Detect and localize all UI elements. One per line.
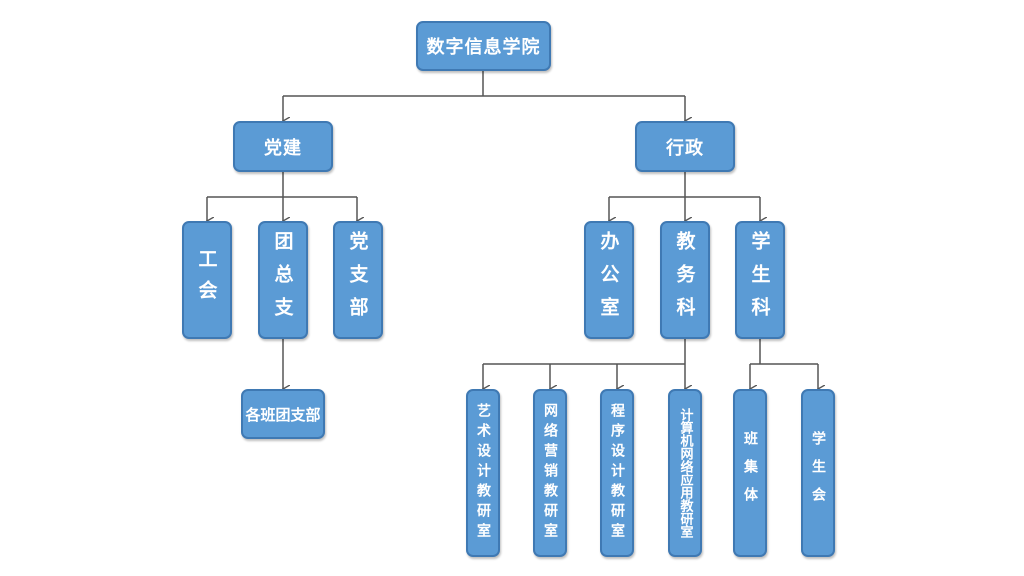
node-league: 团总支	[258, 221, 308, 339]
node-union: 工会	[182, 221, 232, 339]
connector-academic	[483, 339, 686, 365]
node-academic: 教务科	[660, 221, 710, 339]
node-student-union: 学生会	[801, 389, 835, 557]
connector-party	[207, 172, 357, 198]
node-programming: 程序设计教研室	[600, 389, 634, 557]
node-root: 数字信息学院	[416, 21, 551, 71]
node-party-branch: 党支部	[333, 221, 383, 339]
node-class-collective: 班集体	[733, 389, 767, 557]
node-admin: 行政	[635, 121, 735, 172]
node-party: 党建	[233, 121, 333, 172]
node-network-application: 计算机网络应用教研室	[668, 389, 702, 557]
node-network-marketing: 网络营销教研室	[533, 389, 567, 557]
node-class-league: 各班团支部	[241, 389, 325, 439]
node-office: 办公室	[584, 221, 634, 339]
connector-student	[750, 339, 818, 365]
node-student: 学生科	[735, 221, 785, 339]
connector-root	[283, 71, 685, 97]
node-art-design: 艺术设计教研室	[466, 389, 500, 557]
connector-admin	[609, 172, 760, 198]
